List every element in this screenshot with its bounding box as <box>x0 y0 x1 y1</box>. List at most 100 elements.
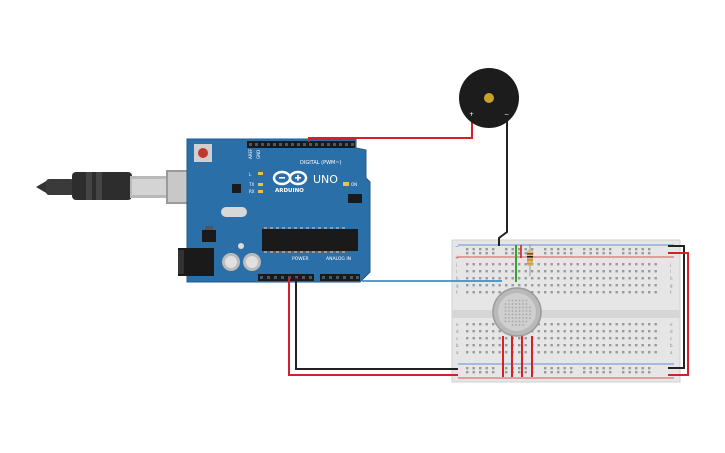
breadboard-hole[interactable] <box>570 263 573 266</box>
breadboard-hole[interactable] <box>635 337 638 340</box>
breadboard-hole[interactable] <box>485 330 488 333</box>
breadboard-hole[interactable] <box>654 344 657 347</box>
breadboard-hole[interactable] <box>641 367 644 370</box>
breadboard-hole[interactable] <box>570 252 573 255</box>
breadboard-hole[interactable] <box>518 252 521 255</box>
breadboard-hole[interactable] <box>589 270 592 273</box>
breadboard-hole[interactable] <box>602 252 605 255</box>
breadboard-hole[interactable] <box>576 291 579 294</box>
breadboard-hole[interactable] <box>596 277 599 280</box>
breadboard-hole[interactable] <box>654 337 657 340</box>
breadboard-hole[interactable] <box>505 367 508 370</box>
breadboard-hole[interactable] <box>498 284 501 287</box>
breadboard-hole[interactable] <box>537 323 540 326</box>
breadboard-hole[interactable] <box>654 330 657 333</box>
breadboard-hole[interactable] <box>563 263 566 266</box>
breadboard-hole[interactable] <box>596 291 599 294</box>
breadboard-hole[interactable] <box>550 277 553 280</box>
breadboard-hole[interactable] <box>583 330 586 333</box>
breadboard-hole[interactable] <box>570 344 573 347</box>
breadboard-hole[interactable] <box>479 277 482 280</box>
breadboard-hole[interactable] <box>583 284 586 287</box>
breadboard-hole[interactable] <box>544 270 547 273</box>
breadboard-hole[interactable] <box>602 351 605 354</box>
breadboard-hole[interactable] <box>609 284 612 287</box>
breadboard-hole[interactable] <box>609 367 612 370</box>
breadboard-hole[interactable] <box>466 291 469 294</box>
breadboard-hole[interactable] <box>648 367 651 370</box>
breadboard-hole[interactable] <box>583 323 586 326</box>
breadboard-hole[interactable] <box>498 263 501 266</box>
breadboard-hole[interactable] <box>596 284 599 287</box>
usb-cable[interactable] <box>36 170 208 204</box>
breadboard-hole[interactable] <box>596 323 599 326</box>
breadboard-hole[interactable] <box>544 351 547 354</box>
breadboard-hole[interactable] <box>505 344 508 347</box>
breadboard-hole[interactable] <box>466 351 469 354</box>
breadboard-hole[interactable] <box>628 270 631 273</box>
breadboard-hole[interactable] <box>641 284 644 287</box>
breadboard-hole[interactable] <box>622 323 625 326</box>
breadboard-hole[interactable] <box>472 337 475 340</box>
breadboard-hole[interactable] <box>602 277 605 280</box>
breadboard-hole[interactable] <box>609 248 612 251</box>
breadboard-hole[interactable] <box>635 291 638 294</box>
breadboard-hole[interactable] <box>550 248 553 251</box>
breadboard-hole[interactable] <box>544 252 547 255</box>
breadboard-hole[interactable] <box>492 263 495 266</box>
breadboard-hole[interactable] <box>479 367 482 370</box>
breadboard-hole[interactable] <box>583 248 586 251</box>
breadboard-hole[interactable] <box>485 277 488 280</box>
breadboard-hole[interactable] <box>479 323 482 326</box>
breadboard-hole[interactable] <box>654 284 657 287</box>
breadboard-hole[interactable] <box>648 351 651 354</box>
breadboard-hole[interactable] <box>550 284 553 287</box>
breadboard-hole[interactable] <box>635 284 638 287</box>
breadboard-hole[interactable] <box>654 263 657 266</box>
breadboard-hole[interactable] <box>563 284 566 287</box>
breadboard-hole[interactable] <box>589 284 592 287</box>
breadboard-hole[interactable] <box>589 337 592 340</box>
wire-red-rail-jumper[interactable] <box>668 252 689 376</box>
wire-black-buzzer-minus[interactable] <box>498 115 508 246</box>
breadboard-hole[interactable] <box>602 344 605 347</box>
breadboard-hole[interactable] <box>537 284 540 287</box>
breadboard-hole[interactable] <box>570 284 573 287</box>
breadboard-hole[interactable] <box>505 252 508 255</box>
breadboard-hole[interactable] <box>557 371 560 374</box>
breadboard-hole[interactable] <box>531 270 534 273</box>
breadboard-hole[interactable] <box>589 330 592 333</box>
breadboard-hole[interactable] <box>583 270 586 273</box>
breadboard-hole[interactable] <box>550 337 553 340</box>
piezo-buzzer[interactable]: + − <box>459 68 519 128</box>
breadboard-hole[interactable] <box>544 344 547 347</box>
breadboard-hole[interactable] <box>557 277 560 280</box>
reset-button-cap[interactable] <box>198 148 208 158</box>
breadboard-hole[interactable] <box>498 337 501 340</box>
breadboard-hole[interactable] <box>615 337 618 340</box>
breadboard-hole[interactable] <box>635 248 638 251</box>
breadboard-hole[interactable] <box>648 371 651 374</box>
breadboard-hole[interactable] <box>576 344 579 347</box>
breadboard-hole[interactable] <box>557 252 560 255</box>
breadboard-hole[interactable] <box>654 323 657 326</box>
breadboard-hole[interactable] <box>583 344 586 347</box>
breadboard-hole[interactable] <box>596 344 599 347</box>
breadboard-hole[interactable] <box>557 330 560 333</box>
breadboard-hole[interactable] <box>570 323 573 326</box>
breadboard-hole[interactable] <box>609 263 612 266</box>
breadboard-hole[interactable] <box>472 277 475 280</box>
breadboard-hole[interactable] <box>511 252 514 255</box>
resistor[interactable] <box>527 244 533 276</box>
breadboard-hole[interactable] <box>641 252 644 255</box>
breadboard-hole[interactable] <box>615 277 618 280</box>
breadboard-hole[interactable] <box>589 252 592 255</box>
breadboard-hole[interactable] <box>596 367 599 370</box>
analog-header[interactable] <box>320 274 360 281</box>
breadboard-hole[interactable] <box>635 263 638 266</box>
breadboard-hole[interactable] <box>576 284 579 287</box>
breadboard-hole[interactable] <box>550 263 553 266</box>
breadboard-hole[interactable] <box>472 351 475 354</box>
breadboard-hole[interactable] <box>466 252 469 255</box>
breadboard-hole[interactable] <box>492 367 495 370</box>
